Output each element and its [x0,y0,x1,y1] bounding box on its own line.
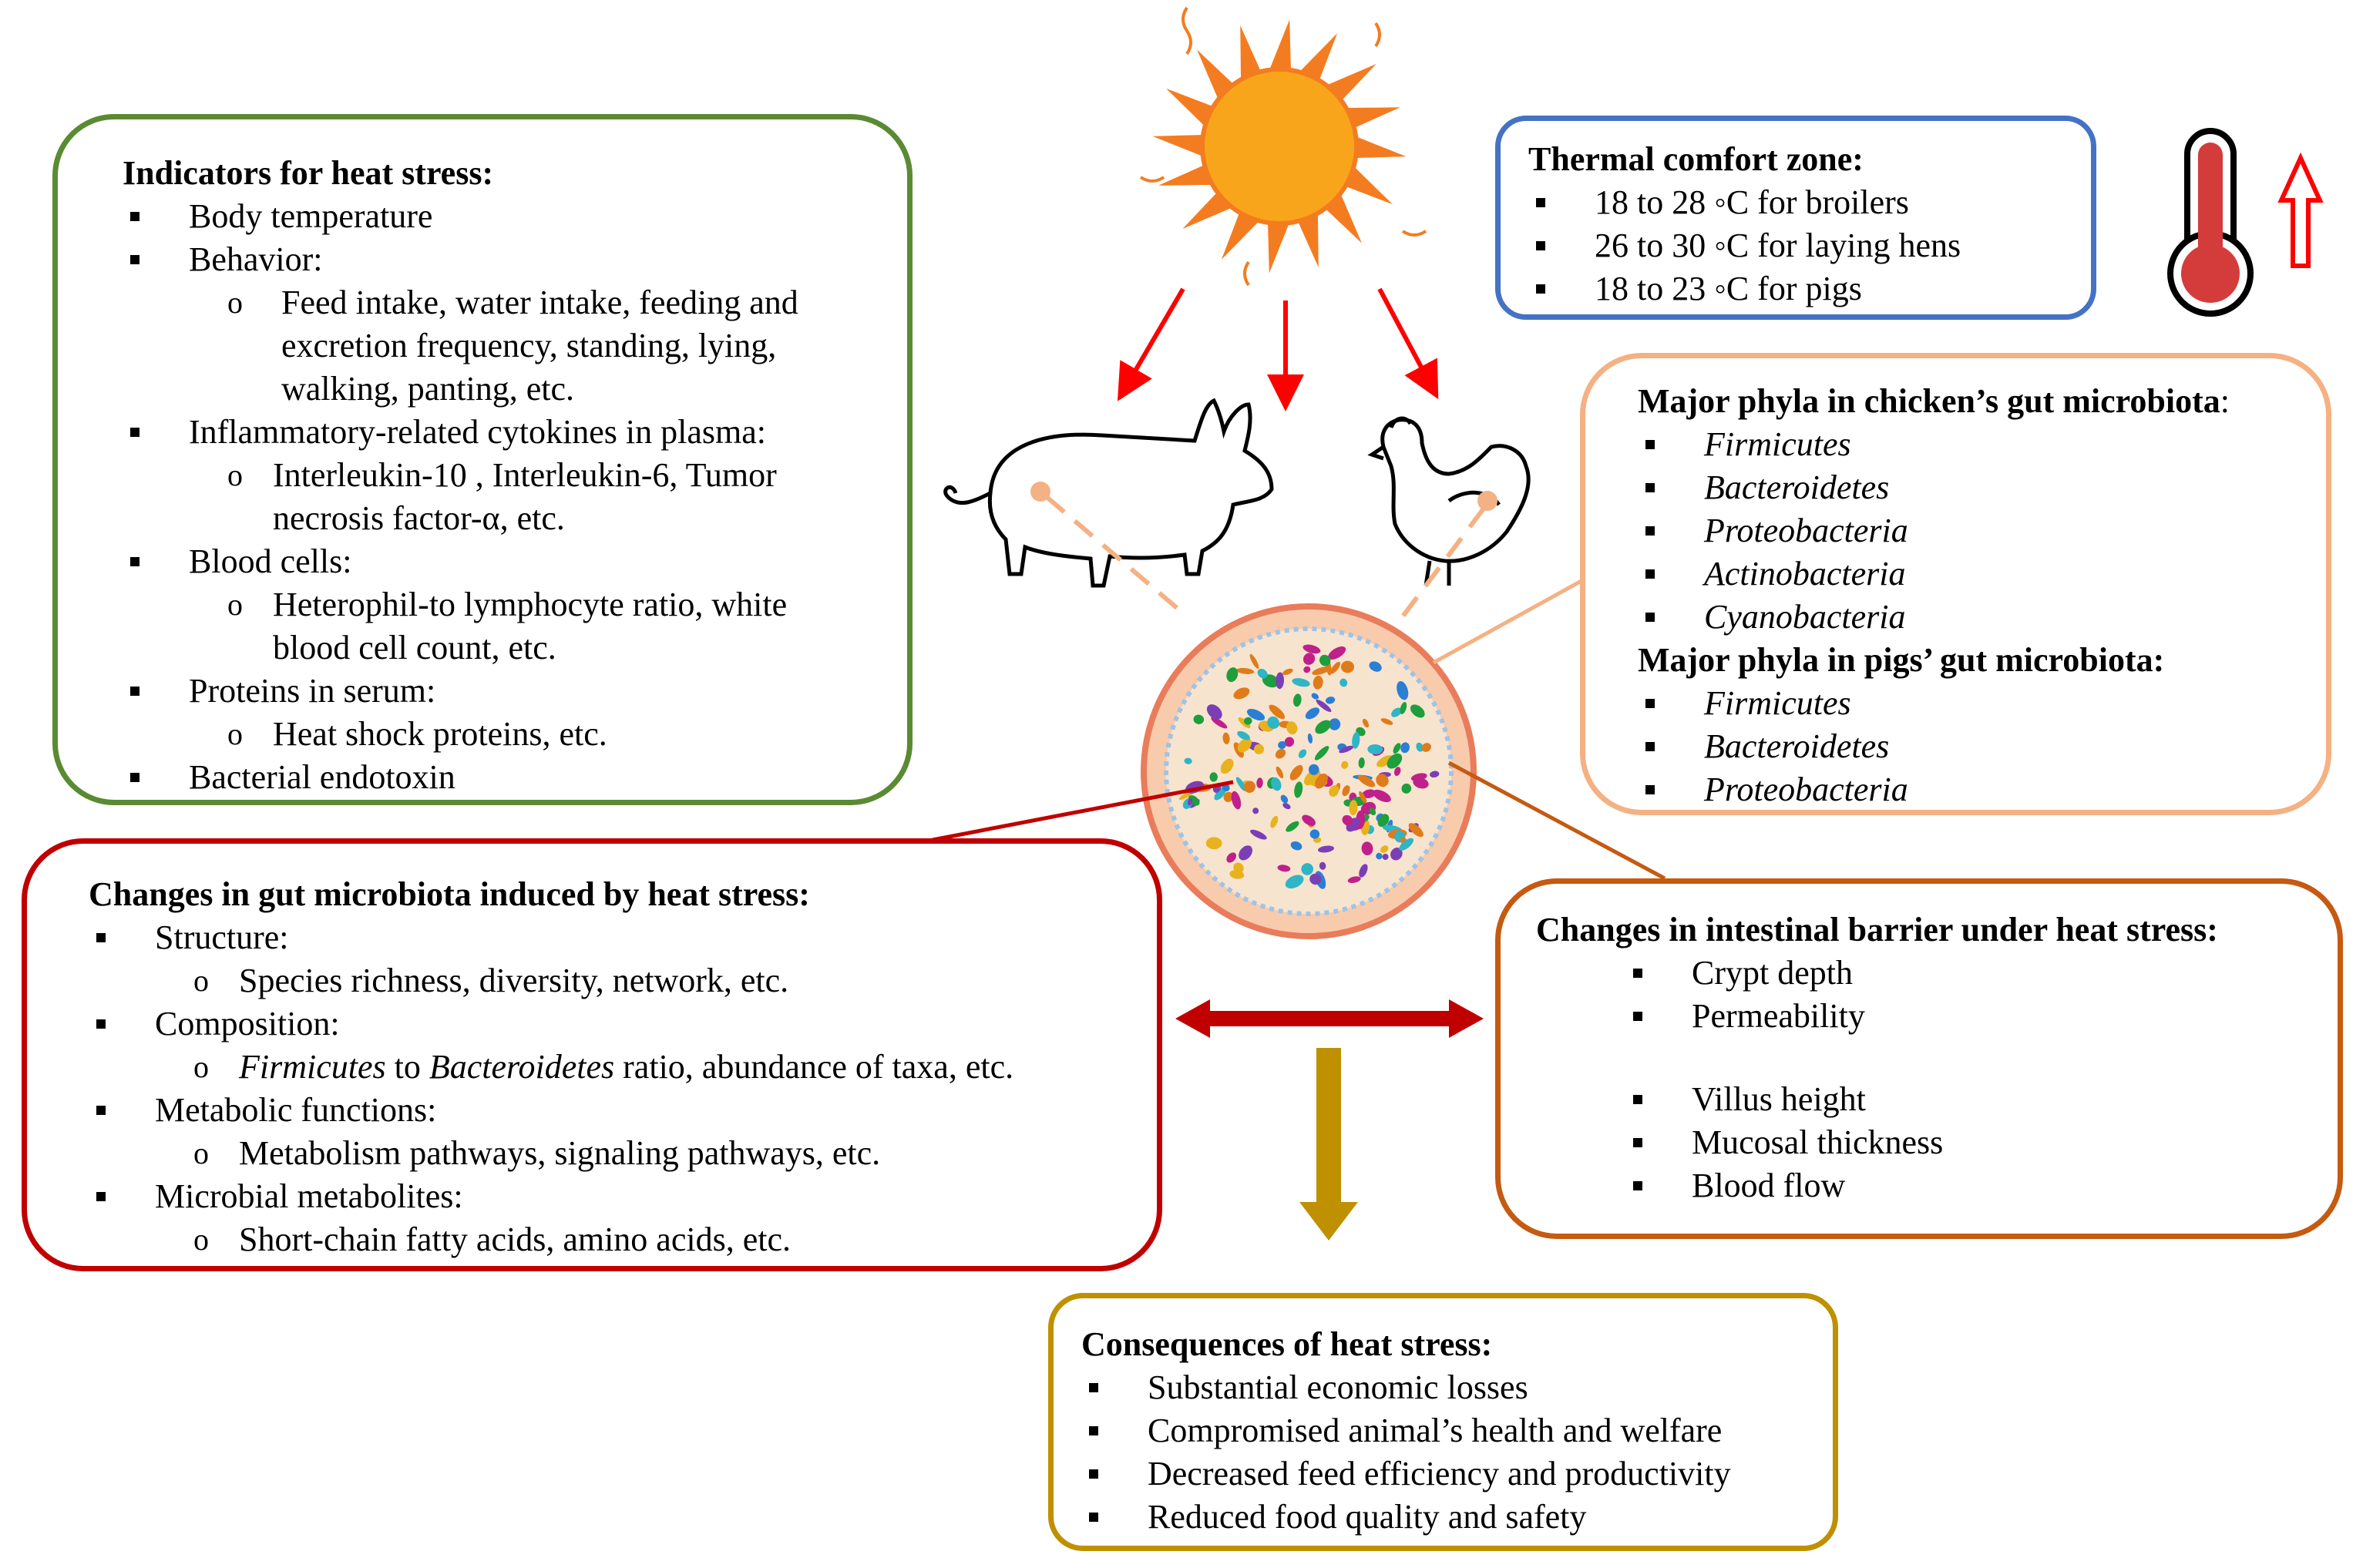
list-item: Firmicutes to Bacteroidetes ratio, abund… [89,1046,1141,1089]
consequences-list: Substantial economic losses Compromised … [1081,1366,1817,1539]
sun-icon [1139,6,1427,287]
chicken-icon [1367,416,1531,586]
list-item: Villus height [1625,1078,2322,1121]
list-item: Body temperature [123,195,861,238]
double-arrow-icon [1175,999,1484,1038]
list-item: Metabolism pathways, signaling pathways,… [89,1132,1141,1175]
connector-gut-changes [932,780,1234,842]
list-item: Cyanobacteria [1638,596,2311,639]
list-item: 18 to 23 ◦C for pigs [1528,267,2076,311]
list-item: Proteobacteria [1638,768,2311,811]
list-item: Short-chain fatty acids, amino acids, et… [89,1218,1141,1261]
phyla-pig-title: Major phyla in pigs’ gut microbiota: [1638,641,2165,679]
connector-barrier [1447,760,1666,881]
indicators-list: Body temperature Behavior: Feed intake, … [123,195,861,799]
thermal-list: 18 to 28 ◦C for broilers 26 to 30 ◦C for… [1528,181,2076,311]
barrier-title: Changes in intestinal barrier under heat… [1536,911,2218,949]
list-item: Microbial metabolites: [89,1175,1141,1218]
list-item: Bacteroidetes [1638,725,2311,768]
consequences-box: Consequences of heat stress: Substantial… [1048,1293,1838,1551]
list-item: Behavior: [123,238,861,281]
list-item: Decreased feed efficiency and productivi… [1081,1452,1817,1496]
list-item: Inflammatory-related cytokines in plasma… [123,411,861,454]
connector-phyla [1432,572,1595,665]
phyla-pig-list: Firmicutes Bacteroidetes Proteobacteria [1638,682,2311,811]
list-item: Composition: [89,1002,1141,1046]
thermal-comfort-box: Thermal comfort zone: 18 to 28 ◦C for br… [1495,116,2096,320]
list-item: Compromised animal’s health and welfare [1081,1409,1817,1452]
list-item: 18 to 28 ◦C for broilers [1528,181,2076,224]
down-arrow-icon [1299,1048,1358,1241]
list-item: Mucosal thickness [1625,1121,2322,1164]
list-item: Reduced food quality and safety [1081,1496,1817,1539]
gut-changes-box: Changes in gut microbiota induced by hea… [22,838,1162,1271]
barrier-increase-list: Crypt depth Permeability [1625,952,2322,1038]
phyla-box: Major phyla in chicken’s gut microbiota:… [1580,353,2331,815]
thermometer-icon [2167,128,2324,317]
list-item: Blood cells: [123,540,861,583]
list-item: Substantial economic losses [1081,1366,1817,1409]
list-item: 26 to 30 ◦C for laying hens [1528,224,2076,267]
gut-changes-list: Structure: Species richness, diversity, … [89,916,1141,1261]
barrier-box: Changes in intestinal barrier under heat… [1495,878,2343,1239]
thermal-title: Thermal comfort zone: [1528,140,1864,178]
list-item: Species richness, diversity, network, et… [89,959,1141,1002]
sun-arrows [1117,287,1439,411]
indicators-box: Indicators for heat stress: Body tempera… [52,114,913,805]
consequences-title: Consequences of heat stress: [1081,1325,1493,1363]
microbiota-circle-icon [1141,603,1477,939]
phyla-chicken-title: Major phyla in chicken’s gut microbiota: [1638,382,2230,420]
phyla-chicken-list: Firmicutes Bacteroidetes Proteobacteria … [1638,423,2311,639]
list-item: Metabolic functions: [89,1089,1141,1132]
list-item: Actinobacteria [1638,552,2311,596]
list-item: Interleukin-10 , Interleukin-6, Tumor ne… [123,454,861,540]
list-item: Crypt depth [1625,952,2322,995]
list-item: Blood flow [1625,1164,2322,1207]
gut-changes-title: Changes in gut microbiota induced by hea… [89,875,810,913]
list-item: Bacteroidetes [1638,466,2311,509]
list-item: Firmicutes [1638,423,2311,466]
list-item: Structure: [89,916,1141,959]
list-item: Proteins in serum: [123,670,861,713]
list-item: Proteobacteria [1638,509,2311,552]
pig-icon [943,398,1274,588]
list-item: Bacterial endotoxin [123,756,861,799]
list-item: Permeability [1625,995,2322,1038]
list-item: Feed intake, water intake, feeding and e… [123,281,861,411]
list-item: Heterophil-to lymphocyte ratio, white bl… [123,583,861,670]
list-item: Heat shock proteins, etc. [123,713,861,756]
indicators-title: Indicators for heat stress: [123,154,494,192]
list-item: Firmicutes [1638,682,2311,725]
barrier-decrease-list: Villus height Mucosal thickness Blood fl… [1625,1078,2322,1207]
